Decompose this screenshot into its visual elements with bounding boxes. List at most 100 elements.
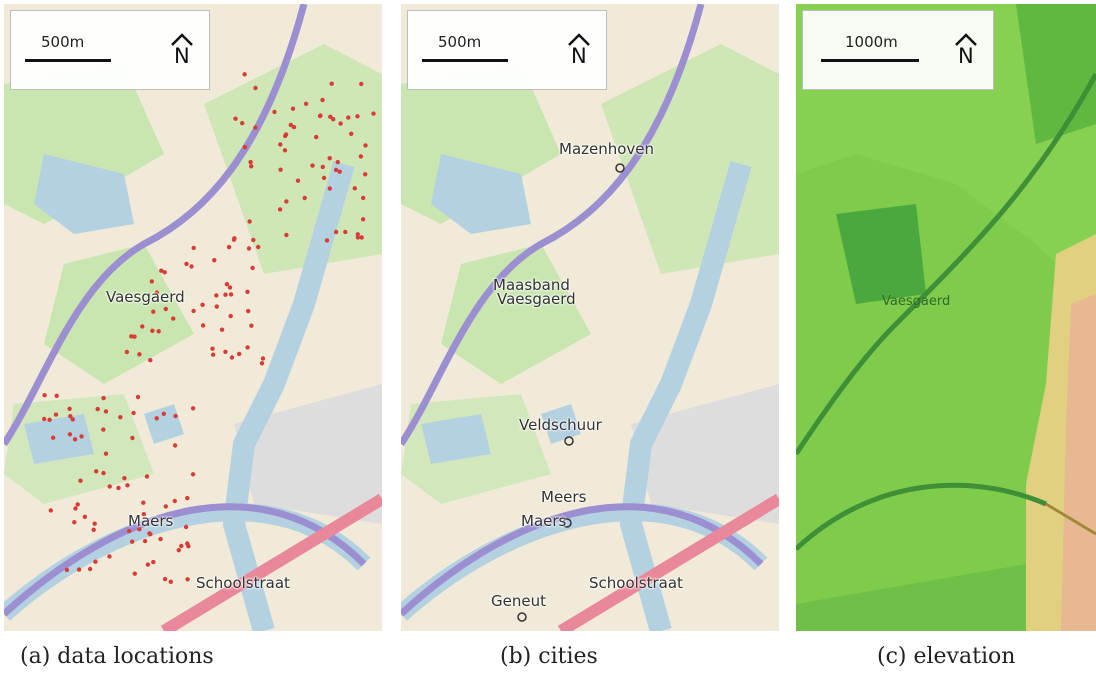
scale-label: 1000m <box>845 33 898 51</box>
data-point <box>328 114 333 120</box>
data-point <box>185 495 190 501</box>
data-point <box>251 237 256 243</box>
data-point <box>103 451 109 456</box>
scale-box: 500m N <box>407 10 607 90</box>
city-label: Meers <box>541 488 587 506</box>
data-point <box>140 324 145 329</box>
data-point <box>256 244 261 250</box>
data-point <box>359 235 364 240</box>
data-point <box>288 122 293 128</box>
data-point <box>47 417 52 422</box>
data-point <box>189 264 194 269</box>
place-label: Schoolstraat <box>196 574 290 592</box>
north-label: N <box>571 44 587 68</box>
scale-box: 1000m N <box>802 10 994 90</box>
data-point <box>118 415 123 420</box>
data-point <box>130 435 135 441</box>
data-point <box>42 416 47 422</box>
data-point <box>129 334 134 339</box>
data-point <box>93 559 98 564</box>
caption-data-locations: (a) data locations <box>20 644 214 669</box>
data-point <box>95 406 100 412</box>
base-map <box>4 4 382 631</box>
scale-label: 500m <box>438 33 482 51</box>
map-panel-cities: 500m N Mazenhoven Maasband Vaesgaerd Vel… <box>401 4 779 631</box>
data-point <box>237 351 242 357</box>
data-point <box>371 111 376 116</box>
data-point <box>148 358 153 363</box>
data-point <box>355 114 360 119</box>
data-point <box>137 527 142 532</box>
data-point <box>363 143 368 148</box>
data-point <box>355 232 360 237</box>
data-point <box>245 289 250 294</box>
data-point <box>355 235 361 240</box>
data-point <box>214 304 219 309</box>
data-point <box>67 406 72 411</box>
data-point <box>246 246 252 251</box>
data-point <box>82 514 88 519</box>
data-point <box>101 395 106 401</box>
place-label: Maers <box>128 512 174 530</box>
data-point <box>124 349 130 355</box>
data-point <box>75 502 80 507</box>
data-point <box>73 506 78 511</box>
data-point <box>70 417 76 422</box>
north-label: N <box>958 44 974 68</box>
data-point <box>277 207 283 212</box>
data-point <box>54 393 59 398</box>
data-point <box>107 484 112 489</box>
data-point <box>302 195 307 201</box>
data-point <box>278 142 283 147</box>
data-point <box>247 219 252 224</box>
data-point <box>185 577 190 582</box>
data-point <box>282 148 288 153</box>
data-point <box>245 345 250 350</box>
data-point <box>219 327 225 332</box>
data-point <box>346 115 351 120</box>
scale-bar <box>25 59 111 62</box>
data-point <box>67 432 73 437</box>
data-point <box>361 195 366 201</box>
data-point <box>310 163 315 168</box>
data-point <box>284 232 289 238</box>
data-point <box>321 175 327 181</box>
data-point <box>125 483 130 488</box>
data-point <box>233 116 238 121</box>
data-point <box>359 81 364 87</box>
data-point <box>283 133 288 139</box>
city-label: Maasband <box>493 276 570 294</box>
data-point <box>278 167 283 172</box>
data-point <box>172 498 177 504</box>
data-point <box>154 416 159 421</box>
caption-elevation: (c) elevation <box>877 644 1016 669</box>
data-point <box>107 554 112 559</box>
map-panel-elevation: 1000m N Vaesgaerd <box>796 4 1096 631</box>
data-point <box>320 164 325 170</box>
data-point <box>68 414 73 419</box>
data-point <box>137 352 142 357</box>
data-point <box>329 81 334 86</box>
place-label: Vaesgaerd <box>882 294 951 309</box>
data-point <box>101 470 106 476</box>
place-label: Vaesgaerd <box>497 290 576 308</box>
data-point <box>200 323 206 328</box>
data-point <box>149 279 154 284</box>
data-point <box>272 109 277 115</box>
data-point <box>185 541 190 546</box>
place-label: Schoolstraat <box>589 574 683 592</box>
data-point <box>232 236 237 241</box>
data-point <box>190 406 196 411</box>
data-point <box>172 443 178 448</box>
data-point <box>242 72 247 77</box>
data-point <box>242 145 248 150</box>
data-point <box>240 121 245 126</box>
scale-bar <box>821 59 919 62</box>
data-point <box>159 268 164 273</box>
data-point <box>253 85 258 91</box>
data-point <box>179 543 184 549</box>
city-marker <box>564 436 574 446</box>
data-point <box>103 409 109 414</box>
data-point <box>228 292 234 297</box>
data-point <box>352 186 357 191</box>
